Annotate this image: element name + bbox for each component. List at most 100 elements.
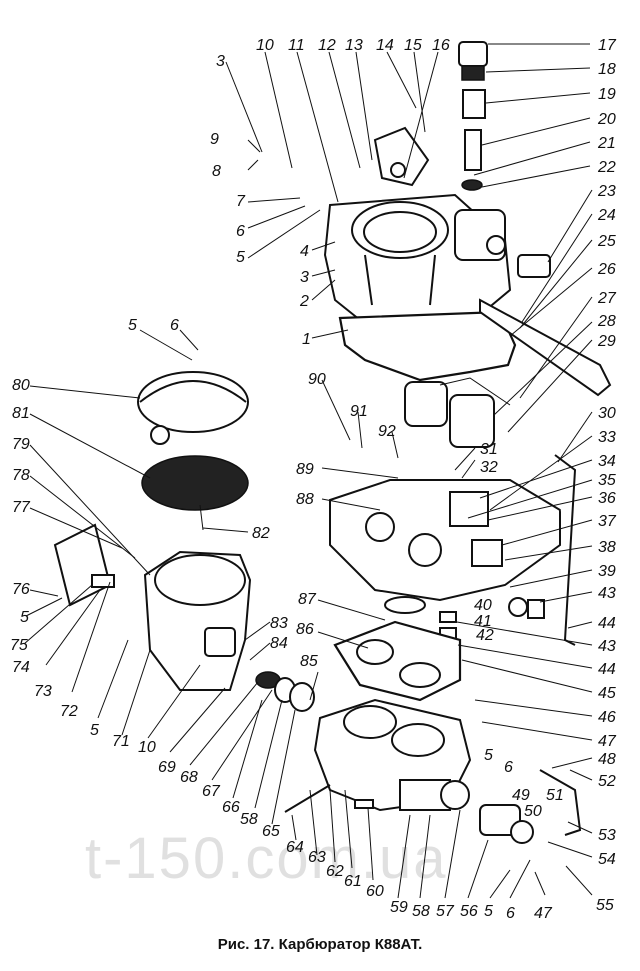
label-57: 57 <box>436 903 455 920</box>
label-6d: 6 <box>506 905 515 922</box>
label-53: 53 <box>598 827 616 844</box>
label-5b: 5 <box>128 317 137 334</box>
label-85: 85 <box>300 653 318 670</box>
label-23: 23 <box>597 183 616 200</box>
label-68: 68 <box>180 769 198 786</box>
label-86: 86 <box>296 621 314 638</box>
idle-valve-assembly <box>479 769 582 844</box>
label-62: 62 <box>326 863 344 880</box>
label-63: 63 <box>308 849 326 866</box>
label-3b: 3 <box>300 269 309 286</box>
label-54: 54 <box>598 851 616 868</box>
label-79: 79 <box>12 436 30 453</box>
label-30: 30 <box>598 405 616 422</box>
label-80: 80 <box>12 377 30 394</box>
choke-rod <box>479 298 612 397</box>
label-66: 66 <box>222 799 240 816</box>
label-43b: 43 <box>598 638 616 655</box>
label-59: 59 <box>390 899 408 916</box>
label-48: 48 <box>598 751 616 768</box>
label-5d: 5 <box>90 722 99 739</box>
label-15: 15 <box>404 37 422 54</box>
label-21: 21 <box>597 135 616 152</box>
label-55: 55 <box>596 897 614 914</box>
label-19: 19 <box>598 86 616 103</box>
label-47a: 47 <box>598 733 617 750</box>
label-72: 72 <box>60 703 78 720</box>
label-36: 36 <box>598 490 616 507</box>
label-92: 92 <box>378 423 396 440</box>
label-3a: 3 <box>216 53 225 70</box>
label-10b: 10 <box>138 739 156 756</box>
label-73: 73 <box>34 683 52 700</box>
label-33: 33 <box>598 429 616 446</box>
label-58a: 58 <box>412 903 430 920</box>
label-1: 1 <box>302 331 311 348</box>
label-7: 7 <box>236 193 246 210</box>
fuel-filter-stack <box>458 41 488 191</box>
housing-side-cover <box>53 523 115 607</box>
label-6c: 6 <box>504 759 513 776</box>
throttle-body <box>313 698 472 812</box>
label-5f: 5 <box>484 903 493 920</box>
label-13: 13 <box>345 37 363 54</box>
label-4: 4 <box>300 243 309 260</box>
label-41: 41 <box>474 613 492 630</box>
float-chamber-body <box>329 479 561 614</box>
mixing-gasket <box>333 620 462 702</box>
label-12: 12 <box>318 37 336 54</box>
label-90: 90 <box>308 371 326 388</box>
label-27: 27 <box>597 290 617 307</box>
label-37: 37 <box>598 513 617 530</box>
label-5a: 5 <box>236 249 245 266</box>
label-84: 84 <box>270 635 288 652</box>
label-38: 38 <box>598 539 616 556</box>
label-47b: 47 <box>534 905 553 922</box>
label-29: 29 <box>597 333 616 350</box>
label-5c: 5 <box>20 609 29 626</box>
label-28: 28 <box>597 313 616 330</box>
label-50: 50 <box>524 803 542 820</box>
label-56: 56 <box>460 903 478 920</box>
label-32: 32 <box>480 459 498 476</box>
label-44b: 44 <box>598 661 616 678</box>
label-67: 67 <box>202 783 221 800</box>
label-46: 46 <box>598 709 616 726</box>
label-31: 31 <box>480 441 498 458</box>
label-58b: 58 <box>240 811 258 828</box>
label-39: 39 <box>598 563 616 580</box>
label-14: 14 <box>376 37 394 54</box>
figure-caption: Рис. 17. Карбюратор К88АТ. <box>217 936 423 953</box>
label-91: 91 <box>350 403 368 420</box>
label-51: 51 <box>546 787 564 804</box>
label-8: 8 <box>212 163 221 180</box>
spring-stack <box>255 671 315 712</box>
float-pair <box>404 377 511 448</box>
label-61: 61 <box>344 873 362 890</box>
governor-housing <box>143 550 252 691</box>
label-49: 49 <box>512 787 530 804</box>
label-75: 75 <box>10 637 28 654</box>
label-35: 35 <box>598 472 616 489</box>
label-25: 25 <box>597 233 616 250</box>
label-5e: 5 <box>484 747 493 764</box>
label-45: 45 <box>598 685 616 702</box>
label-18: 18 <box>598 61 616 78</box>
label-88: 88 <box>296 491 314 508</box>
label-20: 20 <box>597 111 616 128</box>
label-64: 64 <box>286 839 304 856</box>
label-60: 60 <box>366 883 384 900</box>
label-34: 34 <box>598 453 616 470</box>
label-11: 11 <box>288 37 305 54</box>
label-74: 74 <box>12 659 30 676</box>
label-71: 71 <box>112 733 130 750</box>
label-83: 83 <box>270 615 288 632</box>
label-52: 52 <box>598 773 616 790</box>
label-89: 89 <box>296 461 314 478</box>
label-69: 69 <box>158 759 176 776</box>
label-65: 65 <box>262 823 280 840</box>
label-82: 82 <box>252 525 270 542</box>
cover-gasket <box>338 310 517 382</box>
part-number-labels: 1 2 3 3 4 5 5 5 5 5 5 6 6 6 6 7 8 9 10 1… <box>10 37 617 922</box>
